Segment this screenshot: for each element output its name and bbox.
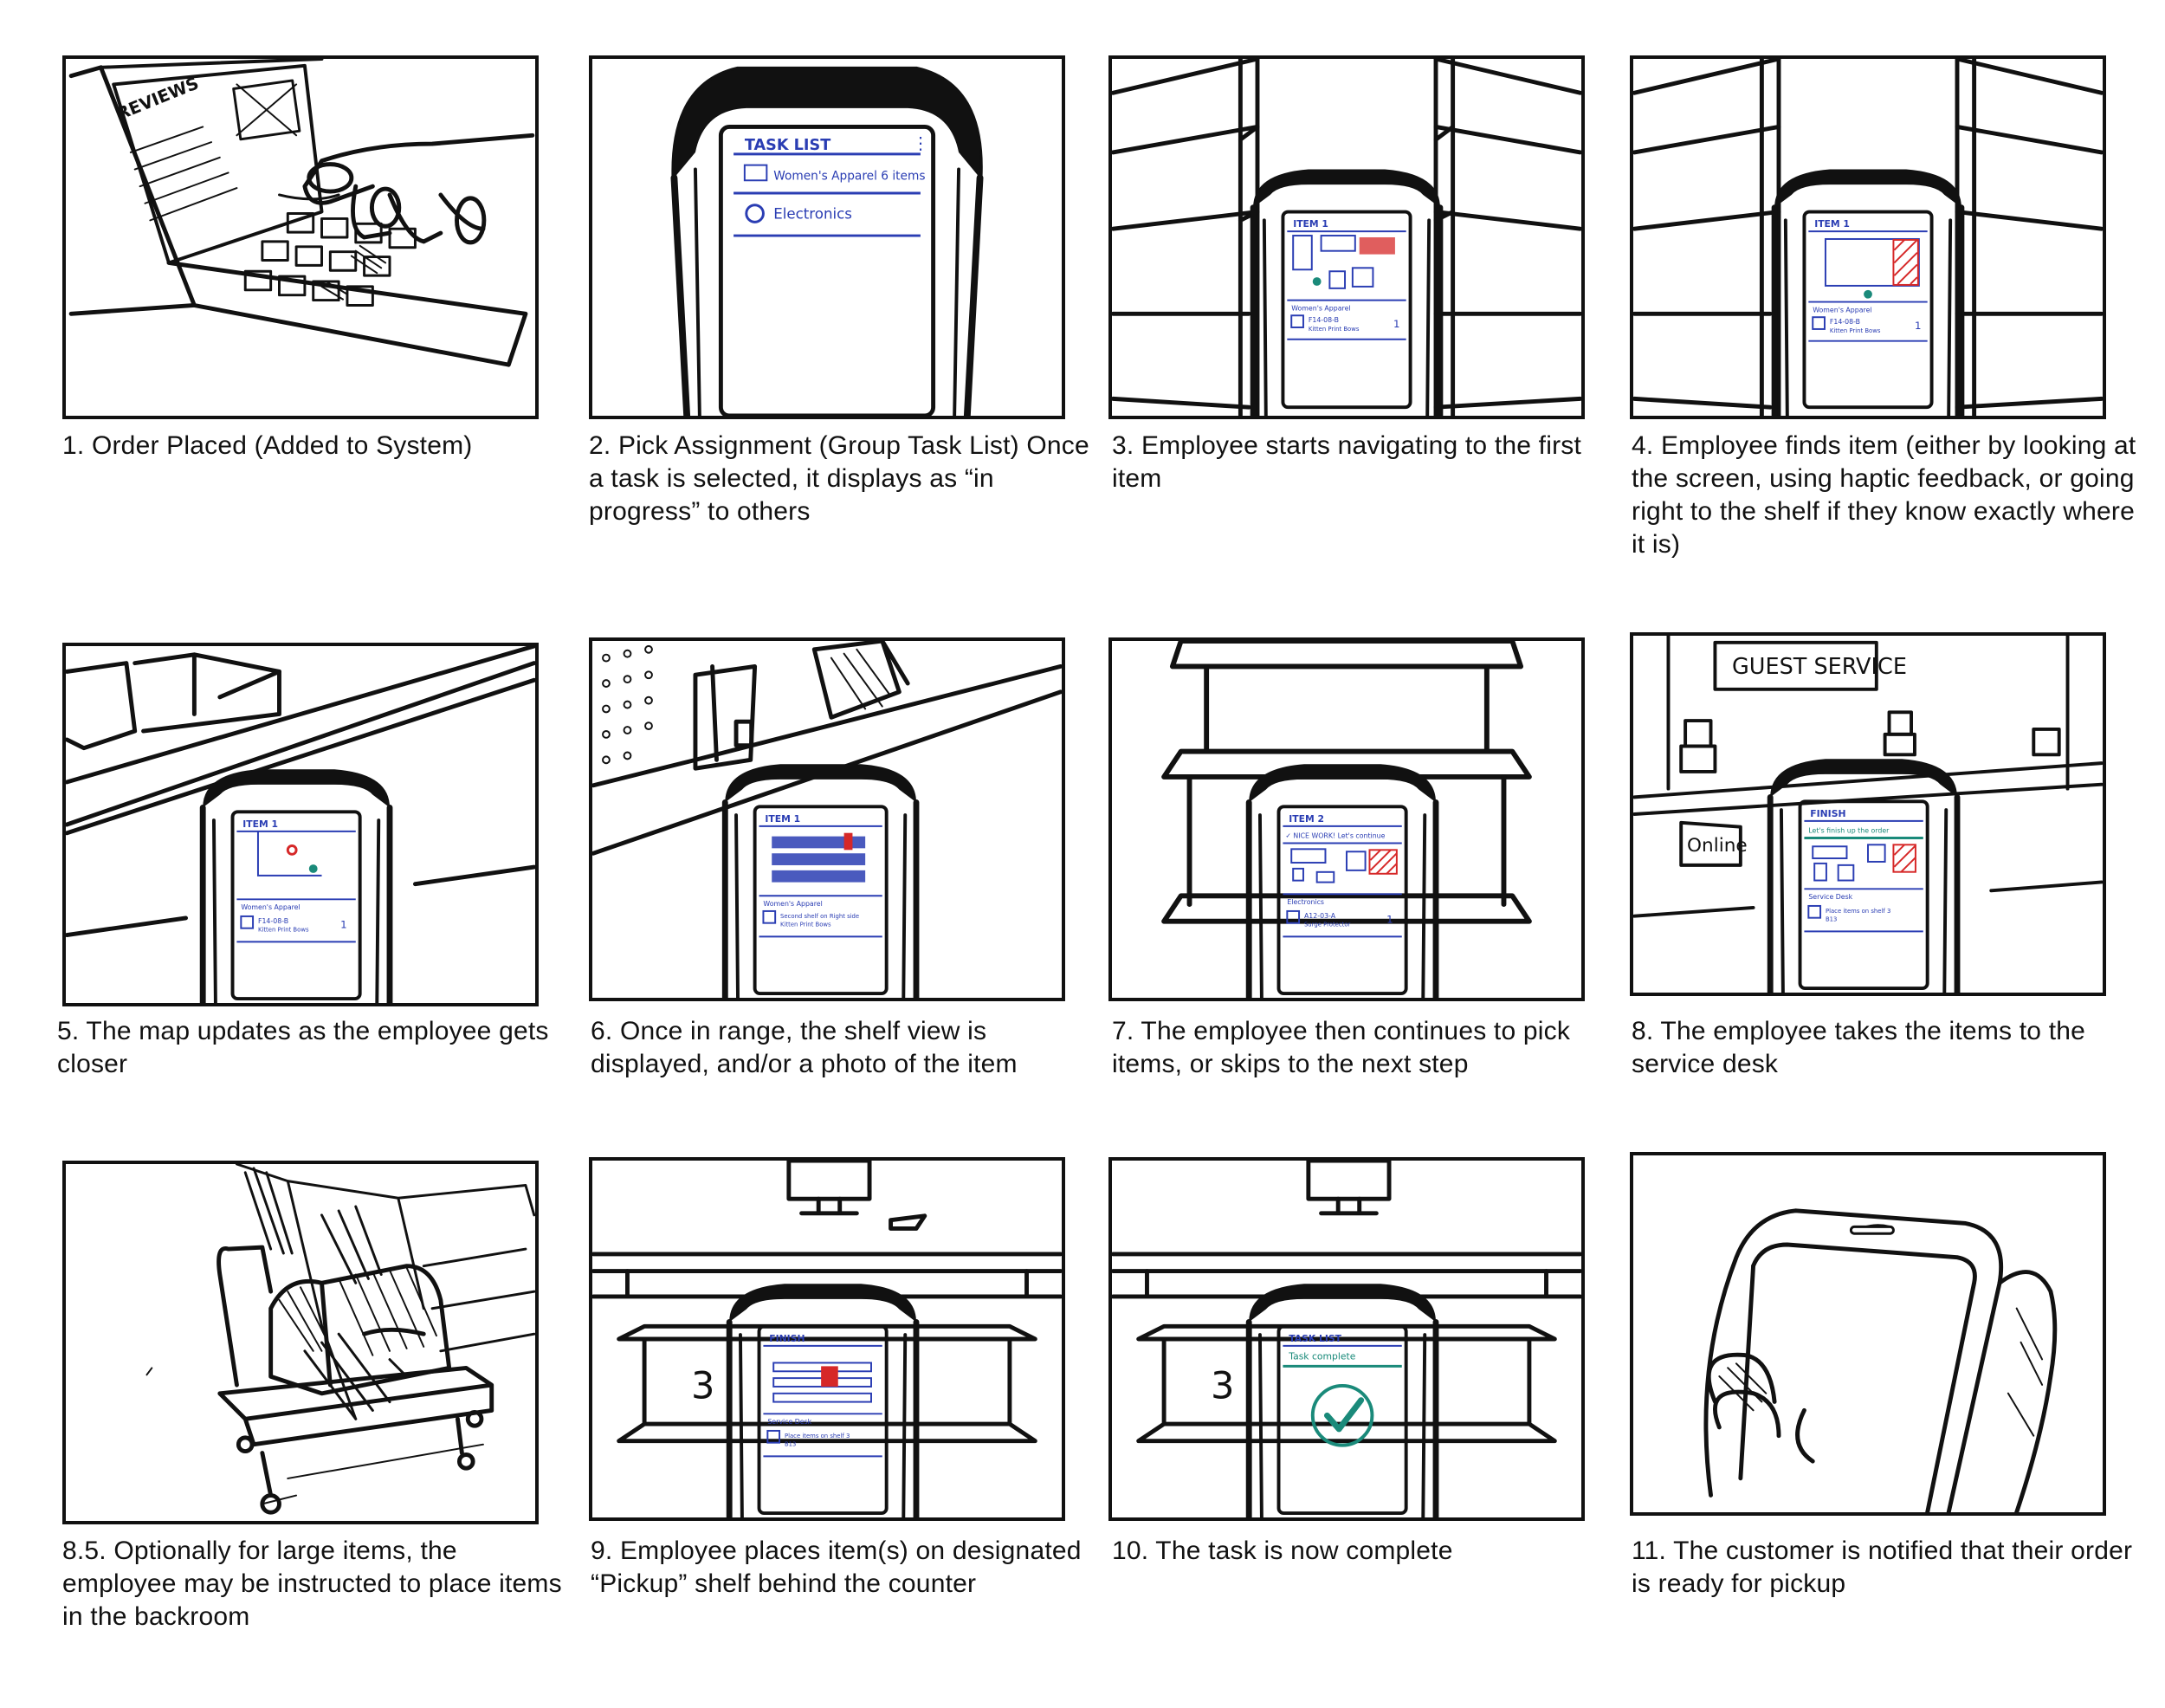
pickup-shelf-number-p10: 3 [1211,1365,1234,1408]
pickup-shelf-sketch: 3 FINISH Service Desk Place items on she… [592,1161,1062,1517]
task-womens-apparel: Women's Apparel 6 items [773,169,925,183]
item-name-label-p6: Kitten Print Bows [780,922,831,928]
task-electronics: Electronics [773,205,852,222]
caption-6: 6. Once in range, the shelf view is disp… [591,1017,1018,1078]
pickup-shelf-highlight [821,1366,838,1387]
dept-womens-label-p6: Women's Apparel [763,900,822,908]
aisle-navigation-sketch: ITEM 1 Women's Apparel F14-08-B Kitten P… [1112,59,1581,416]
check-circle-icon [1310,1383,1374,1447]
item-1-title-p4: ITEM 1 [1814,218,1850,230]
storyboard-panel-8: GUEST SERVICE Online FINISH Let's finish… [1630,632,2106,996]
item-code-label: F14-08-B [1309,316,1339,324]
caption-1: 1. Order Placed (Added to System) [62,431,473,460]
target-marker [286,844,298,856]
caption-8-5: 8.5. Optionally for large items, the emp… [62,1537,562,1631]
caption-5: 5. The map updates as the employee gets … [57,1017,549,1078]
storyboard-panel-6: ITEM 1 Women's Apparel Second shelf on R… [589,637,1065,1001]
item-2-title: ITEM 2 [1289,813,1324,825]
caption-8: 8. The employee takes the items to the s… [1632,1017,2086,1078]
shelf-place-label: Second shelf on Right side [780,913,859,920]
target-shelf-highlight [1359,237,1395,255]
item-code-label-p4: F14-08-B [1830,318,1860,326]
employee-location-marker-p4 [1864,289,1872,299]
service-desk-sketch: GUEST SERVICE Online FINISH Let's finish… [1633,636,2103,993]
item-qty-label: 1 [1393,318,1400,330]
storyboard-panel-1: REVIEWS [62,55,539,419]
item-1-title: ITEM 1 [1293,218,1328,230]
caption-4: 4. Employee finds item (either by lookin… [1632,431,2136,559]
employee-location-marker-p5 [308,864,318,873]
storyboard-panel-2: TASK LIST ⋮ Women's Apparel 6 items Elec… [589,55,1065,419]
item-name-label: Kitten Print Bows [1309,326,1360,333]
item-2-qty-label: 1 [1386,914,1393,926]
caption-9: 9. Employee places item(s) on designated… [591,1537,1082,1598]
caption-11: 11. The customer is notified that their … [1632,1537,2133,1598]
item-name-label-p5: Kitten Print Bows [258,927,309,934]
nice-work-message: ✓ NICE WORK! Let's continue [1285,832,1385,840]
storyboard-panel-10: 3 TASK LIST Task complete [1108,1157,1585,1521]
service-desk-label-p9: Service Desk [767,1418,811,1426]
item-2-code-label: A12-03-A [1304,912,1336,920]
find-item-sketch: ITEM 1 Women's Apparel F14-08-B Kitten P… [1633,59,2103,416]
item-name-label-p4: Kitten Print Bows [1830,327,1881,334]
item-qty-label-p5: 1 [340,919,347,931]
storyboard-panel-7: ITEM 2 ✓ NICE WORK! Let's continue Elect… [1108,637,1585,1001]
task-complete-sketch: 3 TASK LIST Task complete [1112,1161,1581,1517]
caption-2: 2. Pick Assignment (Group Task List) Onc… [589,431,1089,526]
item-1-title-p5: ITEM 1 [242,818,278,830]
place-shelf-label: Place items on shelf 3 [1826,908,1890,915]
dept-womens-label-p4: Women's Apparel [1813,306,1871,314]
finish-title: FINISH [1810,808,1845,819]
dept-womens-label-p5: Women's Apparel [241,903,300,911]
task-list-title-p10: TASK LIST [1289,1333,1341,1344]
shelf-view-sketch: ITEM 1 Women's Apparel Second shelf on R… [592,641,1062,998]
storyboard-panel-5: ITEM 1 Women's Apparel F14-08-B Kitten P… [62,643,539,1006]
dept-electronics-label: Electronics [1287,898,1324,906]
employee-location-marker [1312,277,1322,286]
storyboard-panel-11 [1630,1152,2106,1516]
pickup-shelf-number: 3 [691,1365,714,1408]
map-update-sketch: ITEM 1 Women's Apparel F14-08-B Kitten P… [66,646,535,1003]
item-1-title-p6: ITEM 1 [765,813,800,825]
shelf-code-label-p9: B13 [785,1441,796,1448]
item-2-name-label: Surge Protector [1304,922,1351,928]
shelf-code-label: B13 [1826,916,1837,923]
laptop-order-sketch: REVIEWS [68,59,535,367]
item-qty-label-p4: 1 [1915,320,1922,332]
caption-7: 7. The employee then continues to pick i… [1112,1017,1571,1078]
storyboard-panel-3: ITEM 1 Women's Apparel F14-08-B Kitten P… [1108,55,1585,419]
customer-notified-sketch [1703,1208,2058,1512]
check-mark-icon [1324,1397,1365,1433]
place-shelf-label-p9: Place items on shelf 3 [785,1433,850,1440]
service-desk-label: Service Desk [1808,893,1852,901]
finish-title-p9: FINISH [769,1333,805,1344]
storyboard-panel-8-5 [62,1161,539,1524]
item-on-shelf-highlight [843,832,853,851]
task-complete-message: Task complete [1288,1351,1355,1362]
dept-womens-label: Women's Apparel [1291,304,1350,312]
caption-3: 3. Employee starts navigating to the fir… [1112,431,1581,493]
item-code-label-p5: F14-08-B [258,917,288,925]
caption-10: 10. The task is now complete [1112,1537,1453,1565]
guest-service-sign: GUEST SERVICE [1732,654,1907,680]
task-list-title: TASK LIST [745,137,830,154]
finish-subtitle: Let's finish up the order [1808,827,1890,835]
storyboard-panel-4: ITEM 1 Women's Apparel F14-08-B Kitten P… [1630,55,2106,419]
target-shelf-highlight-p4 [1892,238,1919,286]
more-icon: ⋮ [912,133,929,153]
task-list-phone-sketch: TASK LIST ⋮ Women's Apparel 6 items Elec… [670,66,984,416]
online-pickup-sign: Online [1687,835,1748,857]
backroom-cart-sketch [145,1164,535,1515]
storyboard-panel-9: 3 FINISH Service Desk Place items on she… [589,1157,1065,1521]
continue-picking-sketch: ITEM 2 ✓ NICE WORK! Let's continue Elect… [1161,641,1532,998]
